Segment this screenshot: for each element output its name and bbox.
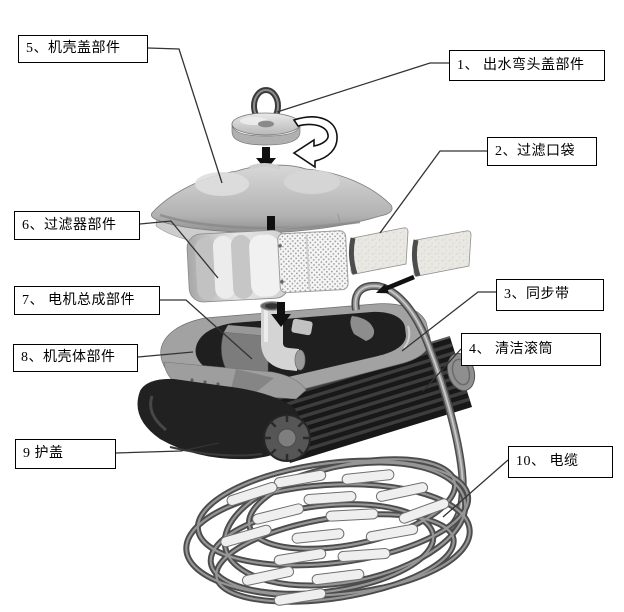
part-cable-coil bbox=[183, 456, 473, 606]
label-housing-cover: 5、机壳盖部件 bbox=[18, 35, 148, 63]
label-timing-belt: 3、同步带 bbox=[496, 279, 604, 311]
rotate-arrow-icon bbox=[292, 116, 338, 169]
down-arrow-icon bbox=[256, 147, 276, 170]
leader-line-1 bbox=[276, 62, 449, 113]
filter-bag-right bbox=[411, 230, 472, 277]
leader-line-10 bbox=[442, 459, 509, 518]
label-outlet-elbow-cover: 1、 出水弯头盖部件 bbox=[449, 50, 605, 81]
part-housing-body bbox=[137, 301, 476, 463]
part-filter-bags bbox=[348, 227, 472, 277]
leader-line-5 bbox=[147, 47, 223, 184]
down-arrow-icon bbox=[271, 302, 291, 327]
label-cable: 10、 电缆 bbox=[508, 446, 613, 478]
leader-line-3 bbox=[401, 291, 496, 352]
filter-bag-left bbox=[348, 227, 409, 275]
leader-line-7 bbox=[160, 299, 253, 360]
label-filter-bag: 2、过滤口袋 bbox=[487, 137, 597, 166]
part-outlet-elbow-cover bbox=[231, 87, 301, 146]
leader-line-9 bbox=[115, 442, 220, 454]
label-cleaning-roller: 4、 清洁滚筒 bbox=[461, 333, 601, 366]
cable-float-segments bbox=[220, 469, 450, 606]
leader-line-8 bbox=[137, 351, 194, 358]
elbow-pipe bbox=[261, 306, 300, 371]
leader-line-4 bbox=[422, 348, 462, 392]
leader-line-2 bbox=[379, 150, 487, 234]
label-protective-cover: 9 护盖 bbox=[15, 439, 116, 469]
leader-line-6 bbox=[139, 220, 219, 279]
label-motor-assembly: 7、 电机总成部件 bbox=[14, 286, 160, 315]
label-filter-assembly: 6、过滤器部件 bbox=[14, 211, 140, 240]
part-protective-cover bbox=[137, 378, 311, 462]
label-housing-body: 8、机壳体部件 bbox=[13, 344, 138, 372]
part-filter-assembly bbox=[186, 229, 349, 303]
direction-arrow-icon bbox=[376, 274, 415, 294]
